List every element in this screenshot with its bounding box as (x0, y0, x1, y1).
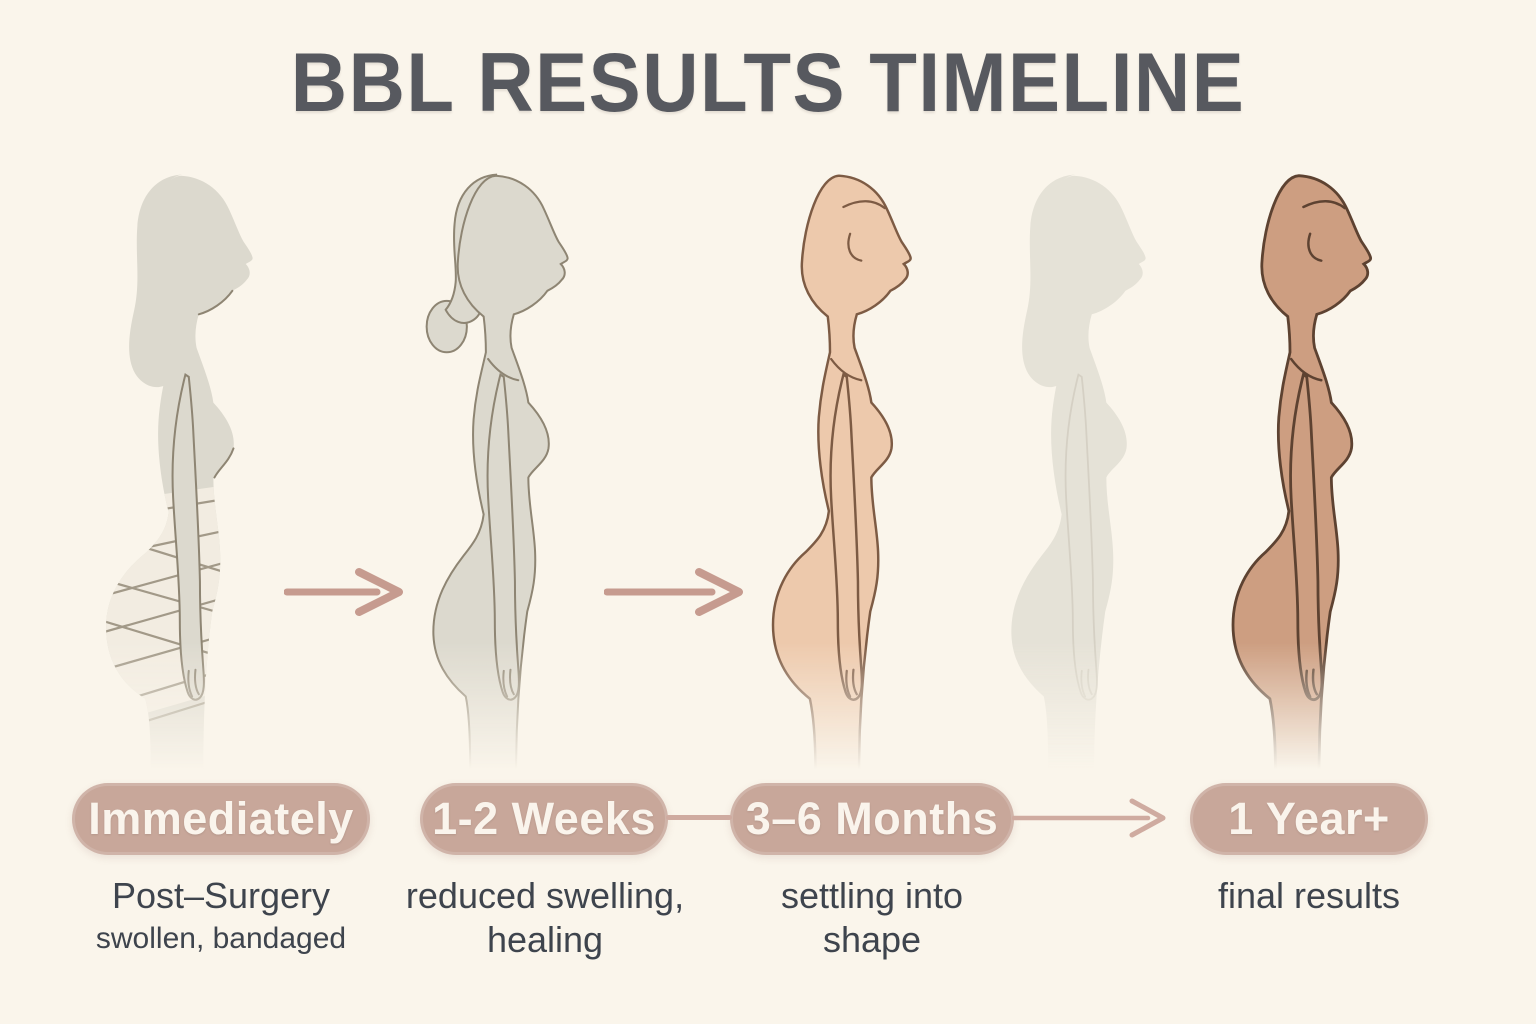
caption-line-1: Post–Surgery (111, 875, 331, 916)
arrow-right-icon (284, 568, 403, 616)
caption-line-2: healing (486, 919, 604, 960)
stage-pill-1-year-plus: 1 Year+ (1190, 783, 1428, 855)
caption-3-6-months: settling into shape (692, 874, 1052, 962)
timeline-connector-line (666, 815, 732, 820)
arrow-right-icon (604, 568, 743, 616)
caption-line-2: shape (822, 919, 922, 960)
figure-final-results (1231, 174, 1373, 773)
caption-1-2-weeks: reduced swelling, healing (365, 874, 725, 962)
timeline-arrow-right-icon (1012, 798, 1166, 838)
stage-pill-3-6-months: 3–6 Months (730, 783, 1014, 855)
figure-healing (425, 173, 569, 773)
figure-transition-ghost (1011, 174, 1146, 772)
caption-line-1: settling into (780, 875, 964, 916)
stage-pill-immediately: Immediately (72, 783, 370, 855)
bandage-wrap (106, 484, 234, 728)
caption-line-1: final results (1217, 875, 1401, 916)
page-title: BBL RESULTS TIMELINE (290, 35, 1246, 130)
caption-immediately: Post–Surgery swollen, bandaged (41, 874, 401, 960)
figure-settling (771, 174, 912, 773)
caption-1-year-plus: final results (1129, 874, 1489, 918)
caption-line-2: swollen, bandaged (95, 922, 347, 955)
stage-pill-1-2-weeks: 1-2 Weeks (420, 783, 668, 855)
figure-post-surgery (106, 174, 253, 772)
caption-line-1: reduced swelling, (405, 875, 685, 916)
